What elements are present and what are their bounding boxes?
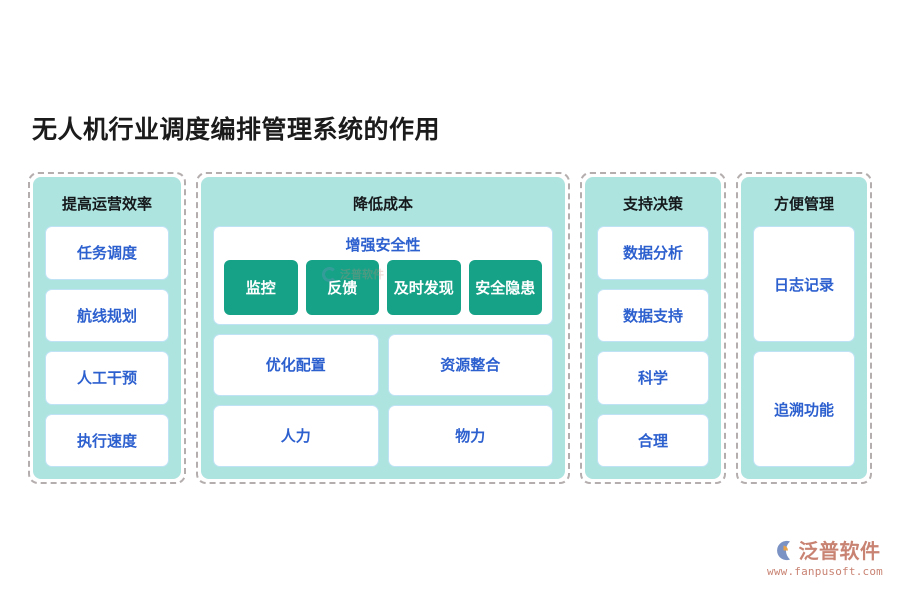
panel-title-support-decision: 支持决策 [622, 195, 683, 213]
page-title: 无人机行业调度编排管理系统的作用 [32, 115, 441, 144]
card-item[interactable]: 数据支持 [597, 288, 709, 342]
card-item[interactable]: 航线规划 [45, 288, 169, 342]
panel-inner: 降低成本 增强安全性 泛普软件 监控 反馈 及时发现 安全隐患 [201, 177, 565, 479]
card-item[interactable]: 追溯功能 [753, 351, 855, 467]
panel-body: 任务调度 航线规划 人工干预 执行速度 [45, 226, 169, 467]
brand-logo: 泛普软件 www.fanpusoft.com [766, 534, 884, 582]
chip-item[interactable]: 监控 [224, 260, 298, 315]
card-item[interactable]: 资源整合 [387, 333, 553, 396]
card-row-bottom: 人力 物力 [213, 404, 553, 467]
panel-title-reduce-cost: 降低成本 [352, 195, 413, 213]
columns-container: 提高运营效率 任务调度 航线规划 人工干预 执行速度 降低成本 增强安全性 [28, 172, 872, 484]
card-item[interactable]: 执行速度 [45, 413, 169, 467]
panel-inner: 支持决策 数据分析 数据支持 科学 合理 [585, 177, 721, 479]
brand-url: www.fanpusoft.com [767, 565, 883, 578]
panel-inner: 方便管理 日志记录 追溯功能 [741, 177, 867, 479]
panel-title-convenient-management: 方便管理 [773, 195, 834, 213]
panel-inner: 提高运营效率 任务调度 航线规划 人工干预 执行速度 [33, 177, 181, 479]
card-item[interactable]: 人工干预 [45, 351, 169, 405]
panel-support-decision[interactable]: 支持决策 数据分析 数据支持 科学 合理 [580, 172, 726, 484]
card-row-middle: 优化配置 资源整合 [213, 333, 553, 396]
chip-item[interactable]: 反馈 [305, 260, 379, 315]
chip-row: 监控 反馈 及时发现 安全隐患 [224, 260, 542, 315]
brand-logo-row: 泛普软件 [770, 538, 881, 563]
card-item[interactable]: 科学 [597, 351, 709, 405]
panel-body: 增强安全性 泛普软件 监控 反馈 及时发现 安全隐患 [213, 226, 553, 467]
card-item[interactable]: 数据分析 [597, 226, 709, 280]
chip-item[interactable]: 及时发现 [387, 260, 461, 315]
card-enhance-safety[interactable]: 增强安全性 泛普软件 监控 反馈 及时发现 安全隐患 [213, 226, 553, 325]
card-item[interactable]: 日志记录 [753, 226, 855, 342]
card-item[interactable]: 合理 [597, 413, 709, 467]
brand-name: 泛普软件 [798, 538, 881, 563]
card-item[interactable]: 人力 [213, 404, 379, 467]
panel-body: 数据分析 数据支持 科学 合理 [597, 226, 709, 467]
card-item[interactable]: 任务调度 [45, 226, 169, 280]
chip-item[interactable]: 安全隐患 [468, 260, 542, 315]
panel-reduce-cost[interactable]: 降低成本 增强安全性 泛普软件 监控 反馈 及时发现 安全隐患 [196, 172, 570, 484]
card-item[interactable]: 物力 [387, 404, 553, 467]
panel-improve-efficiency[interactable]: 提高运营效率 任务调度 航线规划 人工干预 执行速度 [28, 172, 186, 484]
fanpu-swoosh-icon [770, 538, 795, 563]
card-item[interactable]: 优化配置 [213, 333, 379, 396]
panel-convenient-management[interactable]: 方便管理 日志记录 追溯功能 [736, 172, 872, 484]
panel-title-improve-efficiency: 提高运营效率 [61, 195, 152, 213]
panel-body: 日志记录 追溯功能 [753, 226, 855, 467]
card-enhance-safety-title: 增强安全性 [345, 236, 421, 254]
